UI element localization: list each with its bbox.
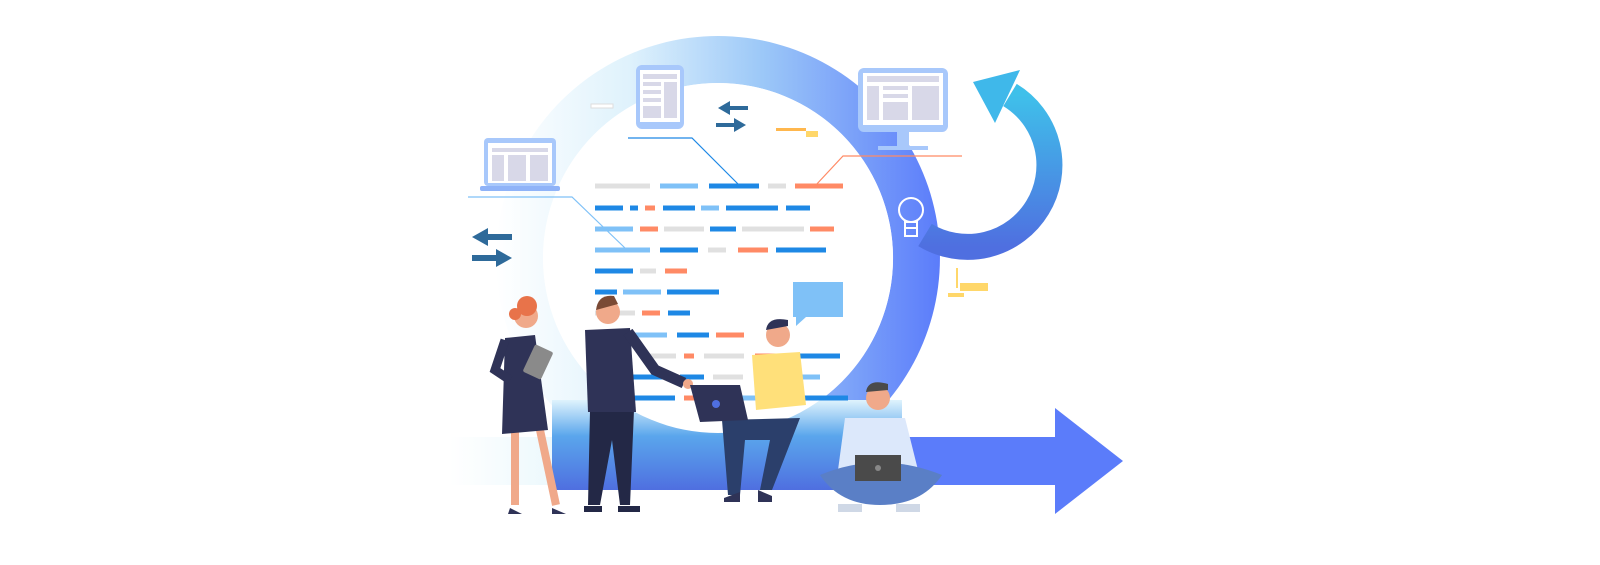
code-line-segment xyxy=(726,205,778,211)
chat-bubble-icon xyxy=(793,282,843,326)
swap-arrows-icon xyxy=(472,228,512,267)
code-line-segment xyxy=(595,226,633,232)
code-line-segment xyxy=(630,374,665,380)
code-line-segment xyxy=(709,183,759,189)
laptop-icon xyxy=(480,138,560,191)
code-line-segment xyxy=(668,310,690,316)
code-line-segment xyxy=(800,395,848,401)
code-line-segment xyxy=(786,205,810,211)
code-line-segment xyxy=(663,205,695,211)
code-line-segment xyxy=(684,353,694,359)
code-line-segment xyxy=(708,247,726,253)
code-line-segment xyxy=(645,205,655,211)
person-man-sitting-cross-legged xyxy=(820,382,942,512)
code-line-segment xyxy=(677,332,709,338)
code-line-segment xyxy=(713,374,743,380)
code-line-segment xyxy=(738,247,768,253)
code-line-segment xyxy=(623,289,661,295)
code-line-segment xyxy=(642,310,660,316)
person-man-presenting xyxy=(584,295,693,512)
code-line-segment xyxy=(667,289,719,295)
code-line-segment xyxy=(660,247,698,253)
code-line-segment xyxy=(595,183,650,189)
note-decoration xyxy=(776,128,988,297)
person-woman-with-tablet xyxy=(489,296,566,514)
code-line-segment xyxy=(640,268,656,274)
code-line-segment xyxy=(704,353,744,359)
code-line-segment xyxy=(630,395,675,401)
code-line-segment xyxy=(660,183,698,189)
code-line-segment xyxy=(595,247,650,253)
cycle-arrow-icon xyxy=(918,70,1063,260)
code-line-segment xyxy=(742,226,804,232)
code-line-segment xyxy=(630,205,638,211)
code-line-segment xyxy=(650,353,676,359)
code-line-segment xyxy=(665,268,687,274)
tablet-icon xyxy=(636,65,684,129)
monitor-icon xyxy=(858,68,948,150)
swap-arrows-icon xyxy=(716,101,748,132)
code-line-segment xyxy=(680,374,704,380)
code-line-segment xyxy=(664,226,704,232)
code-line-segment xyxy=(701,205,719,211)
code-line-segment xyxy=(776,247,826,253)
code-line-segment xyxy=(716,332,744,338)
person-man-with-laptop xyxy=(690,319,806,502)
code-line-segment xyxy=(710,226,736,232)
code-line-segment xyxy=(795,353,840,359)
lightbulb-icon xyxy=(898,197,924,237)
code-line-segment xyxy=(768,183,786,189)
code-line-segment xyxy=(595,205,623,211)
code-line-segment xyxy=(810,226,834,232)
code-line-segment xyxy=(635,332,667,338)
connector-lines xyxy=(468,137,962,249)
code-line-segment xyxy=(795,183,843,189)
code-line-segment xyxy=(640,226,658,232)
code-line-segment xyxy=(595,289,617,295)
code-line-segment xyxy=(595,268,633,274)
small-dash xyxy=(590,103,614,109)
